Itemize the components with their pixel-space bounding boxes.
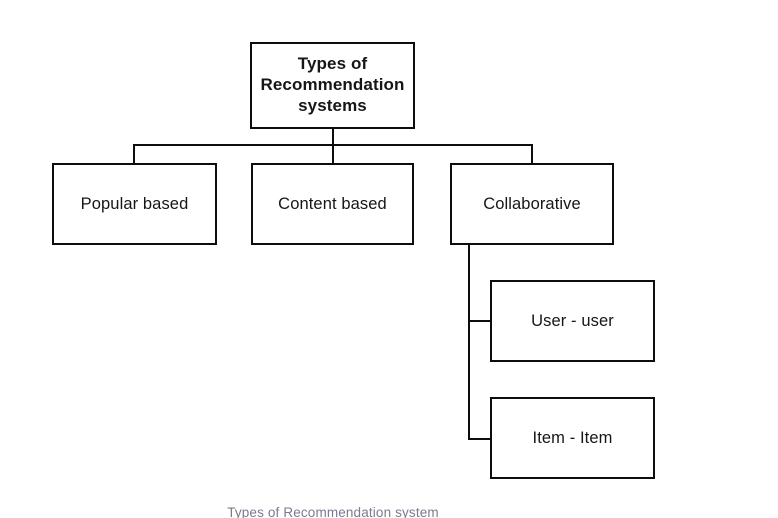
node-user-user: User - user [490, 280, 655, 362]
node-label: Content based [278, 194, 387, 213]
node-collaborative: Collaborative [450, 163, 614, 245]
node-popular-based: Popular based [52, 163, 217, 245]
connector-stub-user-user [468, 320, 492, 322]
node-label: Types of Recommendation systems [260, 54, 405, 115]
node-label: Popular based [80, 194, 189, 213]
node-label: Collaborative [483, 194, 581, 213]
node-content-based: Content based [251, 163, 414, 245]
connector-stub-item-item [468, 438, 492, 440]
node-item-item: Item - Item [490, 397, 655, 479]
node-label: Item - Item [532, 428, 613, 447]
connector-drop-collaborative [531, 144, 533, 165]
connector-root-stem [332, 129, 334, 163]
figure-caption: Types of Recommendation system [227, 505, 439, 518]
node-types-of-recommendation-systems: Types of Recommendation systems [250, 42, 415, 129]
connector-drop-popular [133, 144, 135, 165]
connector-collaborative-spine [468, 245, 470, 440]
connector-horizontal-bus [133, 144, 533, 146]
node-label: User - user [531, 311, 614, 330]
